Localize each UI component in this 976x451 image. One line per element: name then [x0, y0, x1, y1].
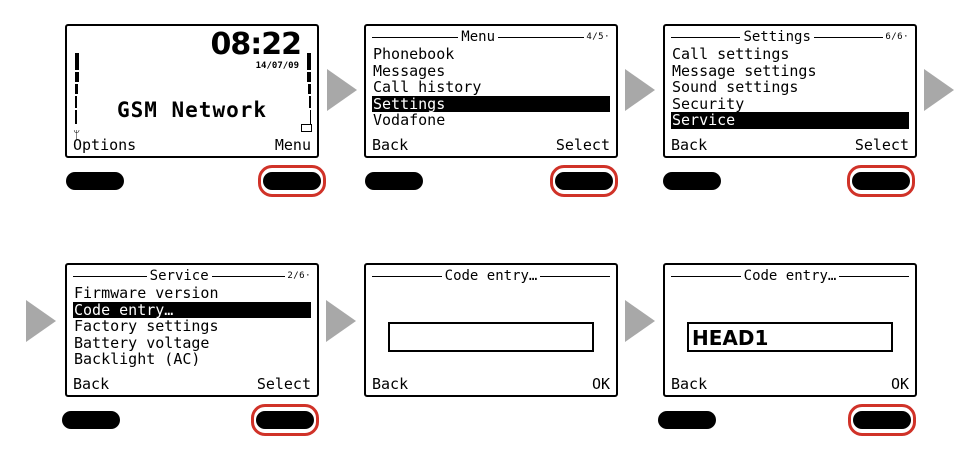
highlight-ring — [258, 165, 326, 197]
menu-item[interactable]: Call settings — [672, 46, 790, 63]
screen-title: Menu — [461, 29, 496, 45]
right-softkey-button[interactable] — [555, 172, 613, 190]
highlight-ring — [847, 165, 915, 197]
left-softkey-button[interactable] — [658, 411, 716, 429]
signal-bar — [75, 53, 79, 70]
softkey-left-label: Back — [671, 136, 708, 154]
signal-bar — [75, 72, 79, 82]
softkey-left-label: Back — [372, 375, 409, 393]
softkey-right-label: Select — [555, 136, 610, 154]
softkey-labels: Back OK — [372, 374, 610, 394]
highlight-ring — [550, 165, 618, 197]
screen-title: Service — [149, 268, 209, 284]
arrow-icon — [625, 300, 655, 342]
page-counter: 2/6 — [285, 268, 311, 284]
left-softkey-button[interactable] — [365, 172, 423, 190]
menu-item[interactable]: Messages — [373, 62, 446, 79]
signal-bar — [75, 84, 78, 94]
right-softkey-button[interactable] — [853, 411, 911, 429]
right-softkey-button[interactable] — [852, 172, 910, 190]
highlight-ring — [848, 404, 916, 436]
code-input[interactable]: HEAD1 — [687, 322, 893, 352]
softkey-left-label: Back — [372, 136, 409, 154]
arrow-icon — [326, 300, 356, 342]
left-softkey-button[interactable] — [62, 411, 120, 429]
menu-item[interactable]: Vodafone — [373, 112, 446, 129]
softkey-left-label: Back — [671, 375, 708, 393]
arrow-icon — [327, 69, 357, 111]
menu-item[interactable]: Backlight (AC) — [74, 351, 201, 368]
softkey-labels: Back OK — [671, 374, 909, 394]
battery-bar — [307, 72, 311, 82]
battery-bar — [309, 110, 311, 124]
menu-item[interactable]: Security — [672, 95, 745, 112]
battery-bar — [308, 84, 311, 94]
menu-item[interactable]: Call history — [373, 79, 482, 96]
arrow-icon — [924, 69, 954, 111]
screen-title: Settings — [743, 29, 811, 45]
softkey-right-label: OK — [890, 375, 909, 393]
menu-item[interactable]: Code entry… — [73, 301, 311, 318]
menu-item[interactable]: Battery voltage — [74, 334, 210, 351]
code-entry-screen-filled: Code entry… HEAD1 Back OK — [663, 263, 917, 397]
menu-item[interactable]: Firmware version — [74, 285, 219, 302]
signal-bar — [75, 96, 77, 108]
highlight-ring — [251, 404, 319, 436]
menu-item[interactable]: Message settings — [672, 62, 817, 79]
softkey-labels: Back Select — [671, 135, 909, 155]
right-softkey-button[interactable] — [263, 172, 321, 190]
screen-title: Code entry… — [743, 268, 837, 284]
page-counter: 4/5 — [584, 29, 610, 45]
clock-date: 14/07/09 — [255, 61, 299, 71]
code-input[interactable] — [388, 322, 594, 352]
softkey-labels: Options Menu — [73, 135, 311, 155]
softkey-labels: Back Select — [372, 135, 610, 155]
left-softkey-button[interactable] — [663, 172, 721, 190]
left-softkey-button[interactable] — [66, 172, 124, 190]
battery-icon — [301, 124, 312, 132]
softkey-right-label: Menu — [274, 136, 311, 154]
arrow-icon — [625, 69, 655, 111]
battery-bar — [307, 53, 311, 70]
arrow-icon — [26, 300, 56, 342]
menu-item[interactable]: Sound settings — [672, 79, 799, 96]
menu-item[interactable]: Phonebook — [373, 46, 455, 63]
battery-bar — [309, 96, 311, 108]
softkey-right-label: Select — [854, 136, 909, 154]
softkey-left-label: Back — [73, 375, 110, 393]
menu-item[interactable]: Settings — [372, 95, 610, 112]
softkey-left-label: Options — [73, 136, 137, 154]
screen-title: Code entry… — [444, 268, 538, 284]
softkey-right-label: Select — [256, 375, 311, 393]
clock-time: 08:22 — [210, 27, 302, 62]
signal-bar — [75, 110, 77, 124]
code-entry-screen-empty: Code entry… Back OK — [364, 263, 618, 397]
network-name: GSM Network — [116, 98, 268, 122]
softkey-right-label: OK — [591, 375, 610, 393]
code-input-value: HEAD1 — [692, 326, 769, 350]
menu-item[interactable]: Factory settings — [74, 318, 219, 335]
antenna-icon: ᛘ — [73, 128, 81, 142]
softkey-labels: Back Select — [73, 374, 311, 394]
menu-item[interactable]: Service — [671, 112, 909, 129]
home-screen: 08:22 14/07/09 ᛘ GSM Network Options Men… — [65, 24, 319, 158]
right-softkey-button[interactable] — [256, 411, 314, 429]
page-counter: 6/6 — [883, 29, 909, 45]
